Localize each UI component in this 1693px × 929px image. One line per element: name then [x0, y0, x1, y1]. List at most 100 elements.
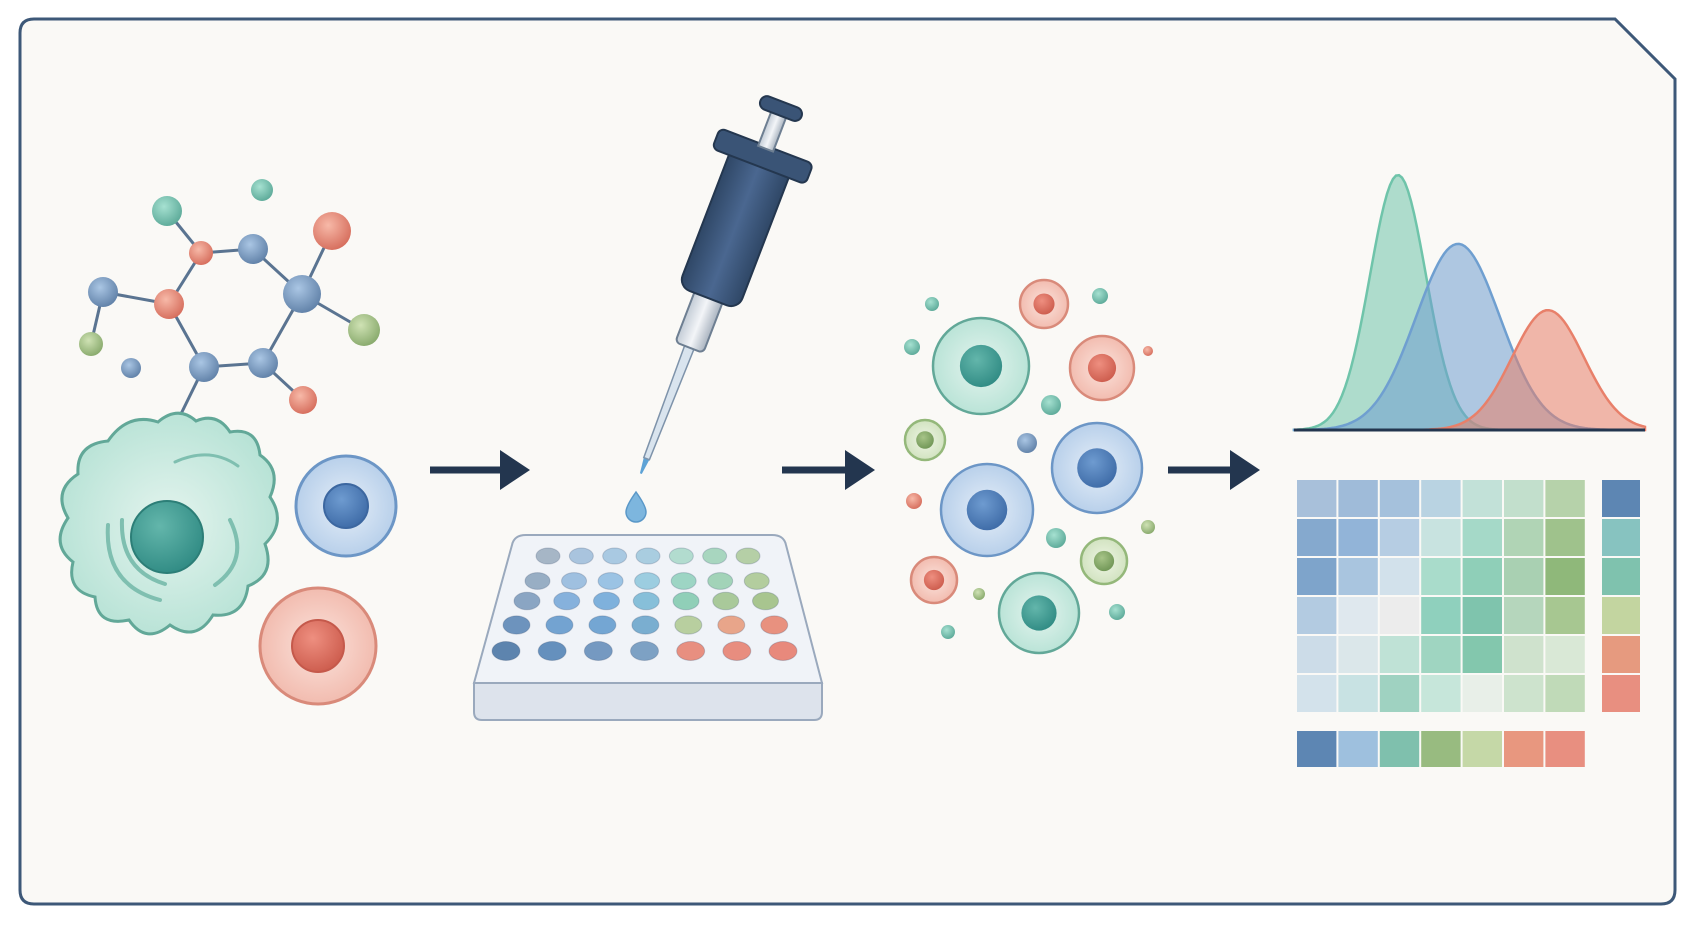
particle: [1017, 433, 1037, 453]
red-cell: [258, 586, 378, 706]
particle: [1109, 604, 1125, 620]
heatmap-column-annotation: [1338, 731, 1378, 767]
heatmap-cell: [1338, 597, 1378, 634]
atom: [248, 348, 278, 378]
particle: [1143, 346, 1153, 356]
arrow-3: [1168, 450, 1260, 490]
heatmap-cell: [1545, 597, 1585, 634]
plate-well: [524, 572, 551, 590]
heatmap-cell: [1379, 636, 1420, 673]
well-plate: [472, 534, 824, 721]
heatmap-cell: [1462, 558, 1502, 595]
plate-well: [553, 591, 581, 611]
particle: [1041, 395, 1061, 415]
particle: [941, 625, 955, 639]
plate-well: [602, 547, 628, 565]
atom: [79, 332, 103, 356]
atom: [152, 196, 182, 226]
heatmap-cell: [1379, 558, 1420, 595]
heatmap-cell: [1545, 636, 1585, 673]
density-plot: [1292, 173, 1647, 432]
plate-well: [630, 641, 659, 661]
heatmap-cell: [1379, 675, 1420, 712]
heatmap-row-annotation: [1602, 597, 1640, 634]
plate-well: [588, 615, 617, 635]
particle: [1092, 288, 1108, 304]
heatmap-cell: [1462, 675, 1502, 712]
atom: [88, 277, 118, 307]
heatmap-row-annotation: [1602, 558, 1640, 595]
heatmap-cell: [1462, 480, 1502, 517]
atom: [154, 289, 184, 319]
heatmap-cell: [1338, 558, 1378, 595]
plate-well: [597, 572, 624, 590]
plate-well: [768, 641, 798, 661]
heatmap-cell: [1462, 519, 1502, 556]
droplet-icon: [625, 490, 647, 523]
heatmap-cell: [1338, 675, 1378, 712]
heatmap-row-annotation: [1602, 480, 1640, 517]
cell: [1018, 278, 1070, 330]
plate-well: [545, 615, 574, 635]
cell: [939, 462, 1035, 558]
particle: [973, 588, 985, 600]
plate-well: [722, 641, 752, 661]
heatmap-row-annotation: [1602, 636, 1640, 673]
plate-well: [632, 591, 660, 611]
heatmap-cell: [1504, 675, 1544, 712]
atom: [313, 212, 351, 250]
heatmap-row-annotation: [1602, 675, 1640, 712]
cell: [1068, 334, 1136, 402]
particle: [904, 339, 920, 355]
cell: [909, 555, 959, 605]
plate-well: [634, 572, 661, 590]
heatmap-cell: [1297, 675, 1337, 712]
heatmap-cell: [1545, 558, 1585, 595]
heatmap-cell: [1545, 519, 1585, 556]
heatmap-cell: [1421, 519, 1461, 556]
heatmap-column-annotation: [1504, 731, 1544, 767]
heatmap-column-annotation: [1421, 731, 1461, 767]
heatmap-cell: [1504, 558, 1544, 595]
atom: [348, 314, 380, 346]
heatmap-column-annotation: [1545, 731, 1585, 767]
cell: [931, 316, 1031, 416]
large-teal-cell: [58, 411, 279, 636]
plate-well: [535, 547, 561, 565]
atom: [189, 241, 213, 265]
heatmap-cell: [1297, 480, 1337, 517]
particle: [1141, 520, 1155, 534]
cell-population: [903, 278, 1155, 655]
heatmap-cell: [1338, 480, 1378, 517]
heatmap-cell: [1504, 480, 1544, 517]
heatmap-cell: [1379, 597, 1420, 634]
plate-well: [561, 572, 588, 590]
plate-well: [674, 615, 703, 635]
plate-well: [702, 547, 728, 565]
atom: [251, 179, 273, 201]
heatmap-cell: [1504, 597, 1544, 634]
heatmap-cell: [1379, 480, 1420, 517]
plate-well: [743, 572, 770, 590]
heatmap-cell: [1462, 597, 1502, 634]
pipette-icon: [639, 95, 813, 474]
plate-well: [513, 591, 541, 611]
blue-cell: [294, 454, 398, 558]
heatmap-cell: [1297, 558, 1337, 595]
heatmap-cell: [1421, 597, 1461, 634]
heatmap-row-annotation: [1602, 519, 1640, 556]
plate-well: [502, 615, 531, 635]
heatmap-column-annotation: [1379, 731, 1420, 767]
plate-well: [717, 615, 746, 635]
plate-well: [670, 572, 697, 590]
heatmap-cell: [1297, 636, 1337, 673]
particle: [906, 493, 922, 509]
plate-well: [760, 615, 789, 635]
heatmap-cell: [1297, 597, 1337, 634]
heatmap-column-annotation: [1297, 731, 1337, 767]
plate-well: [537, 641, 567, 661]
heatmap-cell: [1421, 675, 1461, 712]
heatmap-cell: [1297, 519, 1337, 556]
particle: [925, 297, 939, 311]
plate-well: [712, 591, 740, 611]
